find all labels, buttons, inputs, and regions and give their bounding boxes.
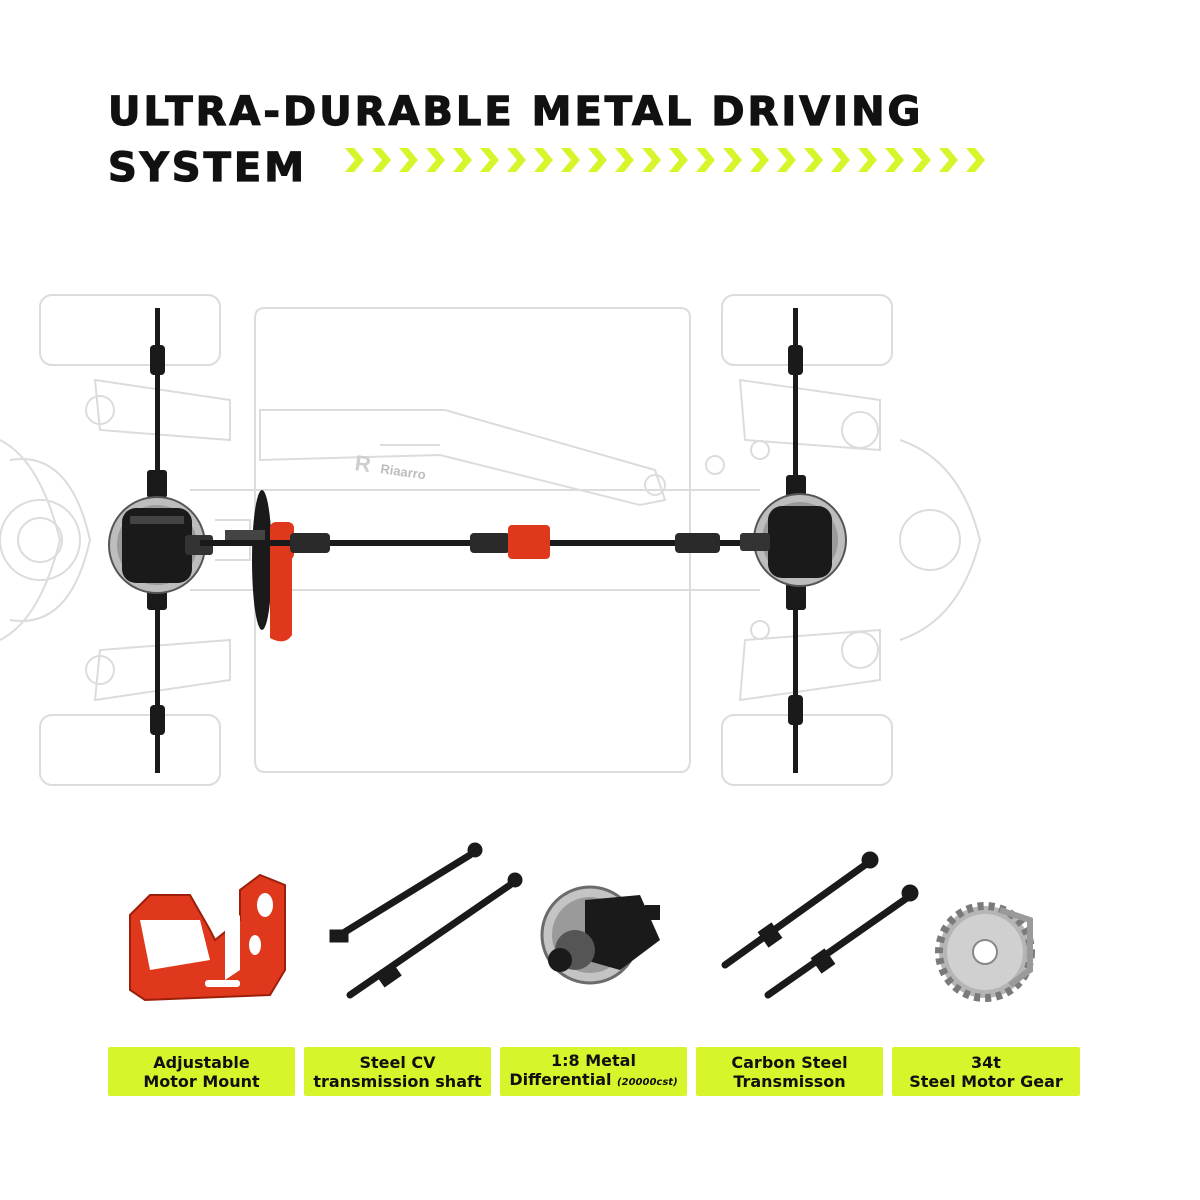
part-label-cv-shaft: Steel CV transmission shaft xyxy=(304,1047,491,1096)
centre-driveshaft xyxy=(200,525,800,559)
chevron-icon xyxy=(534,148,553,172)
chevron-icon xyxy=(372,148,391,172)
part-label-note: (20000cst) xyxy=(617,1077,678,1088)
chevron-icon xyxy=(480,148,499,172)
title-line-2: SYSTEM xyxy=(107,144,307,191)
chevron-icon xyxy=(426,148,445,172)
part-label-line2: Transmisson xyxy=(733,1071,846,1091)
chevron-icon xyxy=(561,148,580,172)
part-label-line1: 1:8 Metal xyxy=(551,1051,636,1070)
svg-text:R: R xyxy=(353,450,372,477)
part-label-motor-gear: 34t Steel Motor Gear xyxy=(892,1047,1080,1096)
chevron-icon xyxy=(399,148,418,172)
chassis-outline xyxy=(0,294,982,786)
chevron-icon xyxy=(831,148,850,172)
chassis-diagram: R Riaarro xyxy=(0,294,982,786)
front-differential xyxy=(108,496,213,594)
part-label-line1: Carbon Steel xyxy=(731,1052,848,1072)
spur-gear-assembly xyxy=(225,490,294,642)
brand-logo-text: Riaarro xyxy=(380,461,427,482)
part-label-line1: 34t xyxy=(971,1052,1001,1072)
part-label-motor-mount: Adjustable Motor Mount xyxy=(108,1047,295,1096)
chevron-icon xyxy=(723,148,742,172)
part-label-line2: transmission shaft xyxy=(313,1071,482,1091)
brand-logo: R Riaarro xyxy=(353,450,427,482)
chevron-icon xyxy=(804,148,823,172)
chevron-icon xyxy=(345,148,364,172)
chevron-icon xyxy=(696,148,715,172)
part-label-line2: Differential xyxy=(509,1070,612,1089)
chevron-icon xyxy=(885,148,904,172)
chevron-icon xyxy=(615,148,634,172)
chevron-icon xyxy=(858,148,877,172)
chevron-icon xyxy=(642,148,661,172)
part-label-line1: Steel CV xyxy=(359,1052,436,1072)
chevron-icon xyxy=(939,148,958,172)
motor-gear-icon xyxy=(935,902,1035,1002)
part-label-line1: Adjustable xyxy=(153,1052,250,1072)
chevron-icon xyxy=(453,148,472,172)
page-title: ULTRA-DURABLE METAL DRIVING SYSTEM xyxy=(107,84,924,196)
chevron-icon xyxy=(507,148,526,172)
rear-differential xyxy=(740,493,847,587)
chevron-icon xyxy=(966,148,985,172)
chevron-icon xyxy=(669,148,688,172)
part-label-differential: 1:8 Metal Differential (20000cst) xyxy=(500,1047,687,1096)
chevron-icon xyxy=(750,148,769,172)
chevron-icon xyxy=(912,148,931,172)
chevron-strip-icon xyxy=(345,148,985,172)
motor-mount-icon xyxy=(129,873,286,1002)
differential-icon xyxy=(540,885,660,985)
transmission-icon xyxy=(721,851,919,999)
title-line-1: ULTRA-DURABLE METAL DRIVING xyxy=(107,88,924,135)
part-label-transmission: Carbon Steel Transmisson xyxy=(696,1047,883,1096)
part-label-line2: Steel Motor Gear xyxy=(909,1071,1063,1091)
chevron-icon xyxy=(588,148,607,172)
parts-row xyxy=(129,842,1035,1002)
cv-shaft-icon xyxy=(329,842,523,999)
part-label-line2: Motor Mount xyxy=(143,1071,260,1091)
chevron-icon xyxy=(777,148,796,172)
